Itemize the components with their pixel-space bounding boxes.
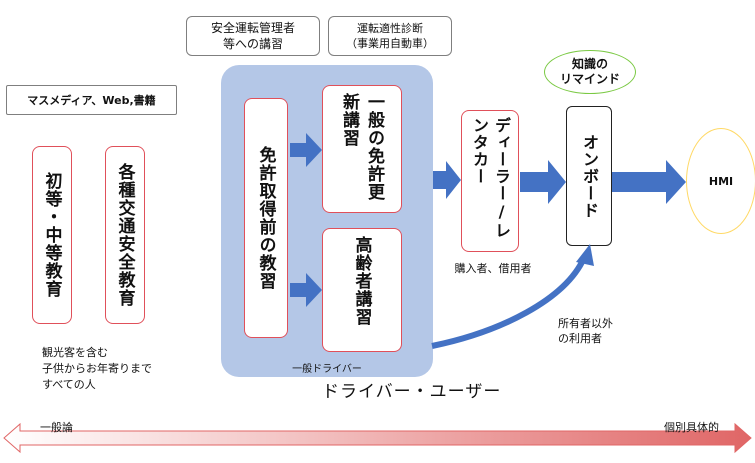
aptitude-line1: 運転適性診断 [357,22,423,35]
license-renewal-box: 一般の免許更新講習 [322,85,402,213]
spectrum-arrow [3,422,752,454]
driver-user-caption: ドライバー・ユーザー [322,382,502,402]
audience-note-line1: 観光客を含む [42,346,108,359]
dealer-rental-label: ディーラー/レンタカー [470,117,511,239]
mass-media-label: マスメディア、Web,書籍 [27,94,156,107]
knowledge-reminder-line1: 知識の [571,57,608,71]
onboard-label: オンボード [580,133,599,219]
instructor-lecture-line1: 安全運転管理者 [210,21,295,35]
spectrum-left-label: 一般論 [40,421,73,434]
arrow-onboard-to-hmi [612,160,686,204]
license-renewal-label: 一般の免許更新講習 [339,93,384,201]
aptitude-diagnosis-label: 運転適性診断 （事業用自動車） [328,16,452,56]
school-education-box: 初等・中等教育 [32,146,72,324]
audience-note: 観光客を含む 子供からお年寄りまで すべての人 [42,345,202,393]
general-driver-caption: 一般ドライバー [292,364,362,375]
pre-license-training-box: 免許取得前の教習 [244,98,288,338]
arrow-elderly-to-onboard-head [576,244,594,266]
dealer-rental-box: ディーラー/レンタカー [461,110,519,252]
spectrum-right-label: 個別具体的 [664,421,719,434]
arrow-panel-to-dealer [433,161,461,199]
instructor-lecture-label: 安全運転管理者 等への講習 [186,16,320,56]
audience-note-line3: すべての人 [42,378,96,391]
arrow-dealer-to-onboard [520,160,566,204]
dealer-caption: 購入者、借用者 [454,262,532,275]
traffic-safety-education-box: 各種交通安全教育 [105,146,145,324]
mass-media-box: マスメディア、Web,書籍 [6,85,177,115]
elderly-lecture-box: 高齢者講習 [322,228,402,352]
non-owner-line1: 所有者以外 [558,317,613,330]
hmi-label: HMI [708,174,734,188]
school-education-label: 初等・中等教育 [41,172,62,298]
instructor-lecture-line2: 等への講習 [222,37,283,51]
non-owner-line2: の利用者 [558,332,602,345]
hmi-ellipse: HMI [686,128,755,234]
elderly-lecture-label: 高齢者講習 [351,236,372,326]
pre-license-training-label: 免許取得前の教習 [255,146,276,290]
audience-note-line2: 子供からお年寄りまで [42,362,152,375]
knowledge-reminder-bubble: 知識の リマインド [544,50,636,94]
aptitude-line2: （事業用自動車） [346,37,434,50]
traffic-safety-education-label: 各種交通安全教育 [114,163,135,307]
knowledge-reminder-line2: リマインド [559,72,620,86]
non-owner-note: 所有者以外 の利用者 [558,316,648,346]
onboard-box: オンボード [566,106,612,246]
